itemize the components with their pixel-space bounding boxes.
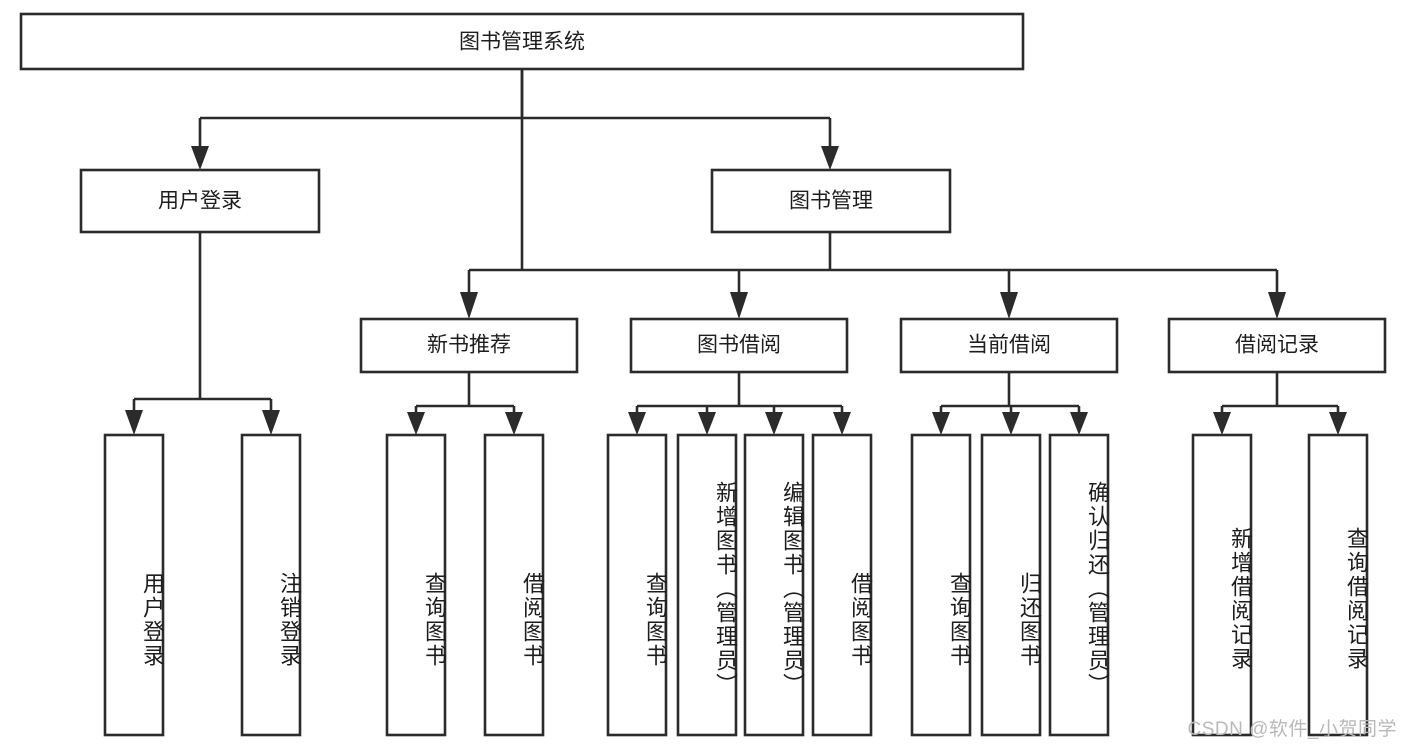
- arrow-to-leaf-add-book: [698, 412, 716, 435]
- node-book-manage-box[interactable]: [710, 168, 952, 234]
- node-new-book-recommend-label: 新书推荐: [427, 334, 511, 357]
- node-leaf-borrow-book-1-box[interactable]: [483, 433, 545, 737]
- connector-group-new-book-recommend: [407, 372, 523, 435]
- node-leaf-add-book-box[interactable]: [676, 433, 738, 737]
- arrow-to-current-borrow: [1000, 292, 1018, 319]
- node-leaf-return-book-box[interactable]: [980, 433, 1042, 737]
- node-book-borrow[interactable]: 图书借阅: [629, 317, 849, 374]
- node-user-login[interactable]: 用户登录: [79, 168, 321, 234]
- node-borrow-record[interactable]: 借阅记录: [1167, 317, 1387, 374]
- arrow-to-new-book-recommend: [460, 292, 478, 319]
- connector-group-borrow-record: [1213, 372, 1347, 435]
- connector-group-user-login: [125, 233, 280, 435]
- node-leaf-user-login-box[interactable]: [103, 433, 165, 737]
- arrow-to-leaf-borrow-book-1: [505, 412, 523, 435]
- csdn-watermark: CSDN @软件_小贺同学: [1187, 719, 1397, 740]
- node-user-login-label: 用户登录: [158, 190, 242, 213]
- node-root-label: 图书管理系统: [459, 31, 585, 54]
- node-new-book-recommend-box[interactable]: [359, 317, 579, 374]
- arrow-to-leaf-query-book-1: [407, 412, 425, 435]
- node-root-box[interactable]: [19, 12, 1025, 71]
- arrow-to-book-manage: [821, 146, 839, 170]
- node-leaf-logout-login-box[interactable]: [240, 433, 302, 737]
- connector-group-root: [191, 69, 839, 270]
- arrow-to-leaf-confirm-return: [1070, 412, 1088, 435]
- node-leaf-borrow-book-2-box[interactable]: [811, 433, 873, 737]
- node-book-borrow-label: 图书借阅: [697, 334, 781, 357]
- connector-group-book-manage: [460, 233, 1286, 319]
- node-current-borrow[interactable]: 当前借阅: [899, 317, 1119, 374]
- arrow-to-leaf-logout-login: [262, 410, 280, 435]
- node-book-manage[interactable]: 图书管理: [710, 168, 952, 234]
- arrow-to-book-borrow: [730, 292, 748, 319]
- node-leaf-query-record-box[interactable]: [1307, 433, 1369, 737]
- node-book-borrow-box[interactable]: [629, 317, 849, 374]
- arrow-to-borrow-record: [1268, 292, 1286, 319]
- arrow-to-leaf-edit-book: [765, 412, 783, 435]
- node-leaf-query-book-3-box[interactable]: [910, 433, 972, 737]
- arrow-to-leaf-return-book: [1002, 412, 1020, 435]
- node-leaf-edit-book-box[interactable]: [743, 433, 805, 737]
- arrow-to-leaf-query-record: [1329, 412, 1347, 435]
- node-leaf-confirm-return-box[interactable]: [1048, 433, 1110, 737]
- node-leaf-query-book-1-box[interactable]: [385, 433, 447, 737]
- arrow-to-leaf-user-login: [125, 410, 143, 435]
- arrow-to-user-login: [191, 146, 209, 170]
- node-leaf-add-record-box[interactable]: [1191, 433, 1253, 737]
- arrow-to-leaf-query-book-3: [932, 412, 950, 435]
- arrow-to-leaf-borrow-book-2: [833, 412, 851, 435]
- arrow-to-leaf-add-record: [1213, 412, 1231, 435]
- node-new-book-recommend[interactable]: 新书推荐: [359, 317, 579, 374]
- node-user-login-box[interactable]: [79, 168, 321, 234]
- node-borrow-record-label: 借阅记录: [1235, 334, 1319, 357]
- node-root[interactable]: 图书管理系统: [19, 12, 1025, 71]
- connector-group-book-borrow: [628, 372, 851, 435]
- arrow-to-leaf-query-book-2: [628, 412, 646, 435]
- node-book-manage-label: 图书管理: [789, 190, 873, 213]
- node-leaf-query-book-2-box[interactable]: [606, 433, 668, 737]
- node-current-borrow-label: 当前借阅: [967, 334, 1051, 357]
- node-borrow-record-box[interactable]: [1167, 317, 1387, 374]
- node-current-borrow-box[interactable]: [899, 317, 1119, 374]
- connector-group-current-borrow: [932, 372, 1088, 435]
